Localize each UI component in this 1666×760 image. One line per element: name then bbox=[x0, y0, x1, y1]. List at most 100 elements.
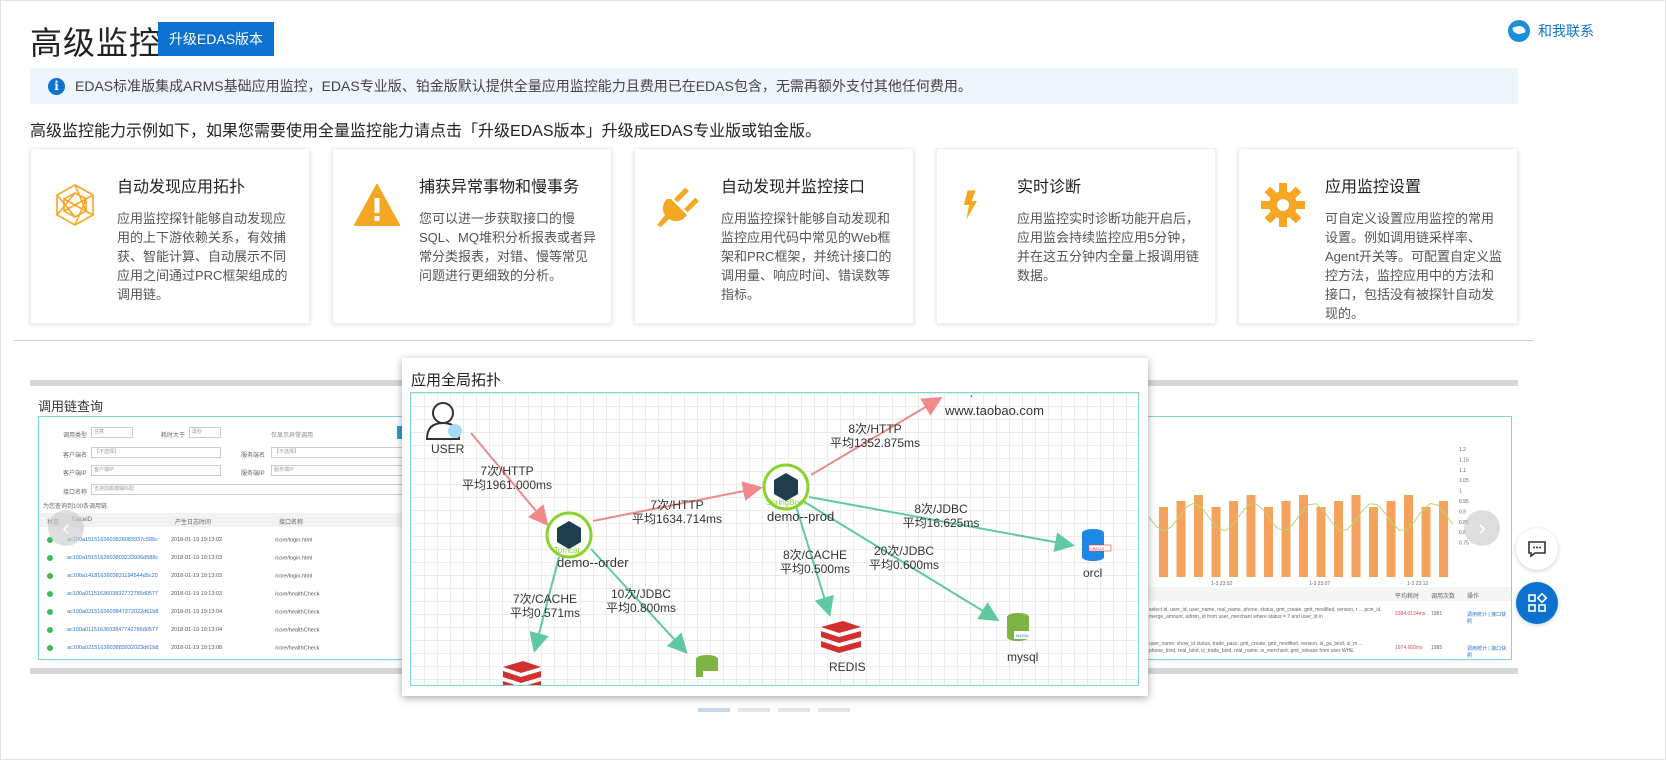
x-tick: 1-3 23:12 bbox=[1407, 581, 1428, 587]
carousel-dot-4[interactable] bbox=[818, 708, 850, 712]
carousel-dot-1[interactable] bbox=[698, 708, 730, 712]
edge-label: 7次/HTTP bbox=[650, 498, 703, 512]
mysql-label: mysql bbox=[1007, 650, 1038, 664]
mysql-icon-partial[interactable] bbox=[696, 655, 721, 679]
carousel-prev-button[interactable]: ‹ bbox=[48, 510, 84, 546]
carousel-next-button[interactable]: › bbox=[1464, 510, 1500, 546]
bar bbox=[1229, 501, 1238, 577]
bar bbox=[1246, 495, 1256, 577]
warning-icon bbox=[354, 184, 400, 226]
topology-canvas: USER Tomcat demo--order SpringBoot demo-… bbox=[410, 392, 1139, 686]
feature-card-topology: 自动发现应用拓扑 应用监控探针能够自动发现应用的上下游依赖关系，有效捕获、智能计… bbox=[30, 148, 310, 324]
x-tick: 1-3 23:02 bbox=[1211, 581, 1232, 587]
trend-line bbox=[1148, 502, 1454, 532]
abnormal-checkbox-label[interactable]: 仅显示异常调用 bbox=[271, 433, 314, 439]
filter-label: 接口名称 bbox=[63, 490, 88, 496]
api-input[interactable]: 支持前缀模糊匹配 bbox=[91, 484, 403, 495]
api-name: /core/healthCheck bbox=[275, 627, 320, 634]
y-tick: 0.85 bbox=[1459, 520, 1469, 526]
info-icon: i bbox=[48, 77, 65, 95]
page-title: 高级监控 bbox=[30, 25, 163, 61]
trace-id-link[interactable]: ac100a0215163603847372022d61b8 bbox=[67, 609, 159, 616]
intro-text: 高级监控能力示例如下，如果您需要使用全量监控能力请点击「升级EDAS版本」升级成… bbox=[30, 123, 822, 140]
redis-icon-partial[interactable] bbox=[503, 661, 541, 686]
sql-row-2-ops[interactable]: 调用统计 | 接口快照 bbox=[1467, 646, 1507, 659]
demo-prod-label: demo--prod bbox=[767, 509, 834, 524]
status-dot bbox=[47, 591, 53, 597]
api-name: /core/login.html bbox=[275, 537, 313, 544]
duration-input[interactable]: 毫秒 bbox=[189, 427, 221, 438]
upgrade-edas-button[interactable]: 升级EDAS版本 bbox=[158, 22, 274, 56]
y-tick: 1.15 bbox=[1459, 457, 1469, 463]
y-tick: 0.75 bbox=[1459, 541, 1469, 547]
client-app-select[interactable]: 【不选择】 bbox=[91, 447, 221, 458]
edge-label: 10次/JDBC bbox=[611, 587, 671, 601]
y-tick: 1.1 bbox=[1459, 468, 1466, 474]
user-node[interactable] bbox=[425, 402, 462, 440]
carousel-dot-3[interactable] bbox=[778, 708, 810, 712]
trace-id-link[interactable]: ac100a1418163603831194544d5c20 bbox=[67, 573, 158, 580]
feature-cards: 自动发现应用拓扑 应用监控探针能够自动发现应用的上下游依赖关系，有效捕获、智能计… bbox=[30, 148, 1518, 324]
springboot-node[interactable] bbox=[762, 463, 810, 511]
contact-link[interactable]: 和我联系 bbox=[1508, 20, 1594, 42]
call-type-select[interactable]: 任意 bbox=[91, 427, 133, 438]
apps-button[interactable] bbox=[1516, 582, 1558, 624]
server-ip-input[interactable]: 服务端IP bbox=[271, 465, 403, 476]
bar bbox=[1404, 495, 1413, 577]
mysql-icon[interactable] bbox=[1007, 613, 1032, 641]
sql-row-1-ops[interactable]: 调用统计 | 接口快照 bbox=[1467, 612, 1507, 625]
feature-title: 自动发现并监控接口 bbox=[721, 179, 866, 196]
gear-icon bbox=[1261, 183, 1305, 227]
edge-label: 20次/JDBC bbox=[874, 544, 934, 558]
col-ops: 操作 bbox=[1467, 594, 1480, 600]
feature-card-diagnosis: 实时诊断 应用监控实时诊断功能开启后，应用监会持续监控应用5分钟，并在这五分钟内… bbox=[936, 148, 1216, 324]
edge-label: 平均0.571ms bbox=[510, 606, 580, 620]
tomcat-label: Tomcat bbox=[554, 546, 581, 555]
edge-label: 7次/CACHE bbox=[513, 592, 577, 606]
y-tick: 0.8 bbox=[1459, 530, 1466, 536]
redis-icon[interactable] bbox=[821, 621, 861, 653]
plug-icon bbox=[657, 187, 699, 227]
filter-label: 客户端IP bbox=[63, 471, 87, 477]
bar bbox=[1439, 501, 1448, 577]
feature-card-exception: 捕获异常事物和慢事务 您可以进一步获取接口的慢SQL、MQ堆积分析报表或者异常分… bbox=[332, 148, 612, 324]
edge-label: 8次/HTTP bbox=[848, 422, 901, 436]
edge-label: 平均0.800ms bbox=[606, 601, 676, 615]
api-name: /core/healthCheck bbox=[275, 645, 320, 652]
trace-id-link[interactable]: ac100a1515163603826083937c586c bbox=[67, 537, 158, 544]
trace-id-link[interactable]: ac100a1515163603803233936d588c bbox=[67, 555, 159, 562]
feature-desc: 应用监控探针能够自动发现应用的上下游依赖关系，有效捕获、智能计算、自动展示不同应… bbox=[117, 211, 288, 302]
sql-row-1: select id, user_id, user_name, real_name… bbox=[1149, 607, 1382, 620]
demo-order-label: demo--order bbox=[557, 555, 629, 570]
feature-card-interface: 自动发现并监控接口 应用监控探针能够自动发现和监控应用代码中常见的Web框架和P… bbox=[634, 148, 914, 324]
sql-row-1-avg: 2384.0124ms bbox=[1395, 611, 1426, 617]
tomcat-node[interactable] bbox=[545, 511, 593, 559]
oracle-db-icon[interactable] bbox=[1082, 529, 1112, 561]
sql-row-2-count: 1985 bbox=[1431, 645, 1443, 651]
status-dot bbox=[47, 609, 53, 615]
col-count: 调用次数 bbox=[1431, 594, 1456, 600]
edge-order-redis bbox=[529, 556, 560, 653]
trace-id-link[interactable]: ac100a0115163603832772785d0577 bbox=[67, 591, 159, 598]
server-app-select[interactable]: 【不选择】 bbox=[271, 447, 403, 458]
bar bbox=[1316, 507, 1326, 577]
carousel-dot-2[interactable] bbox=[738, 708, 770, 712]
x-tick: 1-3 23:07 bbox=[1309, 581, 1330, 587]
trace-id-link[interactable]: ac100a0115163603847742786d0577 bbox=[67, 627, 159, 634]
trace-title: 调用链查询 bbox=[38, 399, 104, 414]
edge-label: 7次/HTTP bbox=[480, 464, 533, 478]
bar bbox=[1194, 495, 1203, 577]
client-ip-input[interactable]: 客户端IP bbox=[91, 465, 221, 476]
edge-label: 平均0.600ms bbox=[869, 558, 939, 572]
topology-graph: USER Tomcat demo--order SpringBoot demo-… bbox=[425, 393, 1112, 686]
trace-id-link[interactable]: ac100a0215163603883932023d61b8 bbox=[67, 645, 159, 652]
feature-title: 自动发现应用拓扑 bbox=[117, 179, 246, 196]
chat-button[interactable] bbox=[1516, 528, 1558, 570]
